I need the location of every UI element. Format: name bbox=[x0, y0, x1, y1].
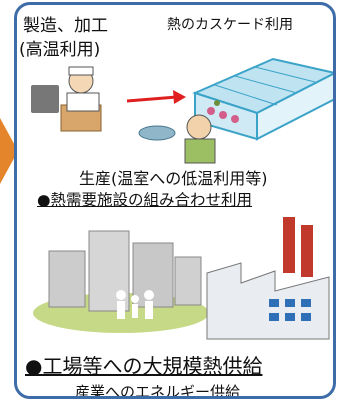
processing-label: 製造、加工 bbox=[23, 16, 108, 36]
large-scale-heat-supply-heading: ●工場等への大規模熱供給 bbox=[25, 354, 263, 378]
greenhouse-icon bbox=[192, 57, 333, 141]
orange-arrow-tab bbox=[0, 118, 18, 184]
family-icon bbox=[116, 290, 154, 319]
industry-energy-supply-caption: 産業へのエネルギー供給 bbox=[75, 383, 241, 399]
red-arrow-icon bbox=[126, 90, 186, 104]
high-temp-label: (高温利用) bbox=[19, 40, 101, 60]
production-caption: 生産(温室への低温利用等) bbox=[79, 169, 268, 188]
heat-demand-combo-heading: ●熱需要施設の組み合わせ利用 bbox=[37, 191, 253, 209]
cascade-title: 熱のカスケード利用 bbox=[167, 17, 293, 33]
fish-icon bbox=[138, 114, 216, 164]
factory-icon bbox=[206, 217, 330, 340]
info-panel: 製造、加工 (高温利用) 熱のカスケード利用 生産(温室への低温利用等) ●熱需… bbox=[14, 2, 336, 399]
worker-icon bbox=[31, 66, 102, 132]
